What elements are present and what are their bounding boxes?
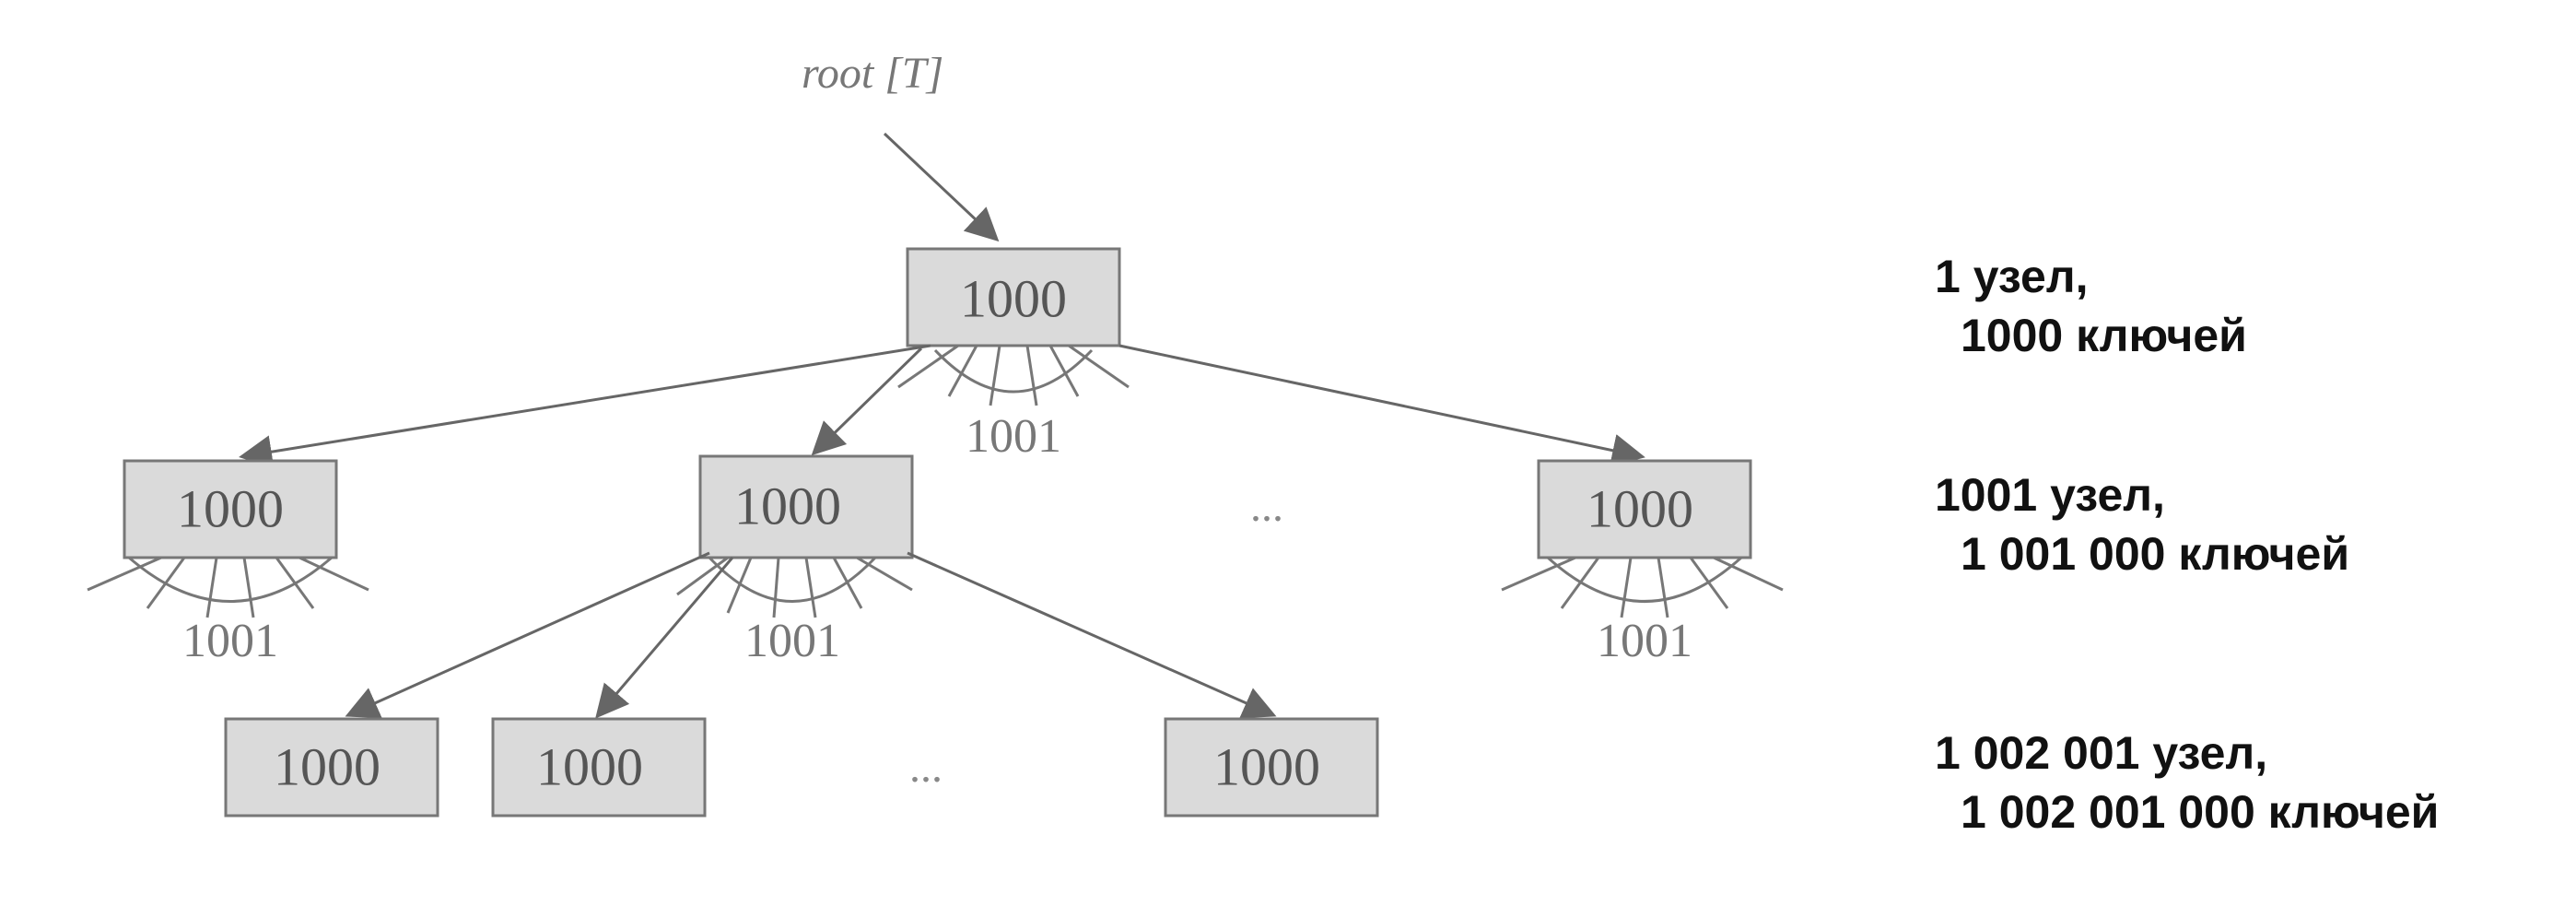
edge-root-middle	[811, 347, 923, 456]
level2-stats: 1001 узел, 1 001 000 ключей	[1935, 465, 2349, 583]
svg-text:1001: 1001	[1597, 615, 1692, 667]
level2-left-fan: 1001	[87, 556, 369, 667]
level1-stats: 1 узел, 1000 ключей	[1935, 247, 2247, 365]
level2-node-middle: 1000	[698, 454, 914, 559]
level3-node-2: 1000	[491, 717, 707, 818]
edge-middle-leaf3	[907, 551, 1277, 719]
level2-right-fan: 1001	[1501, 556, 1784, 667]
svg-text:1000: 1000	[177, 478, 284, 538]
svg-text:1001: 1001	[182, 615, 278, 667]
level3-stats: 1 002 001 узел, 1 002 001 000 ключей	[1935, 724, 2439, 841]
svg-text:1000: 1000	[1587, 478, 1693, 538]
root-pointer-arrow	[883, 132, 1000, 242]
svg-text:1000: 1000	[1213, 736, 1320, 796]
edge-middle-leaf1	[345, 551, 710, 719]
level2-key-count: 1 001 000 ключей	[1961, 528, 2350, 580]
edge-root-right	[1118, 344, 1645, 467]
level2-node-left: 1000	[123, 459, 338, 559]
root-node-keys: 1000	[960, 268, 1067, 328]
svg-text:1000: 1000	[734, 476, 841, 535]
level2-middle-fan: 1001	[676, 556, 913, 667]
root-label: root [T]	[802, 49, 943, 98]
level1-node-count: 1 узел,	[1935, 251, 2089, 302]
level3-node-3: 1000	[1164, 717, 1379, 818]
svg-text:1000: 1000	[274, 736, 381, 796]
root-fan-label: 1001	[966, 410, 1061, 463]
level3-node-1: 1000	[224, 717, 439, 818]
level2-node-count: 1001 узел,	[1935, 469, 2165, 521]
svg-text:1001: 1001	[744, 615, 840, 667]
level2-ellipsis: ...	[1250, 482, 1283, 531]
level3-node-count: 1 002 001 узел,	[1935, 727, 2268, 779]
level3-key-count: 1 002 001 000 ключей	[1961, 786, 2440, 838]
level2-node-right: 1000	[1537, 459, 1752, 559]
edge-middle-leaf2	[595, 557, 734, 719]
level1-key-count: 1000 ключей	[1961, 310, 2247, 361]
svg-text:1000: 1000	[536, 736, 643, 796]
level3-ellipsis: ...	[909, 743, 943, 792]
edge-root-left	[239, 344, 931, 469]
root-node: 1000	[906, 247, 1121, 347]
root-fan: 1001	[897, 344, 1130, 463]
